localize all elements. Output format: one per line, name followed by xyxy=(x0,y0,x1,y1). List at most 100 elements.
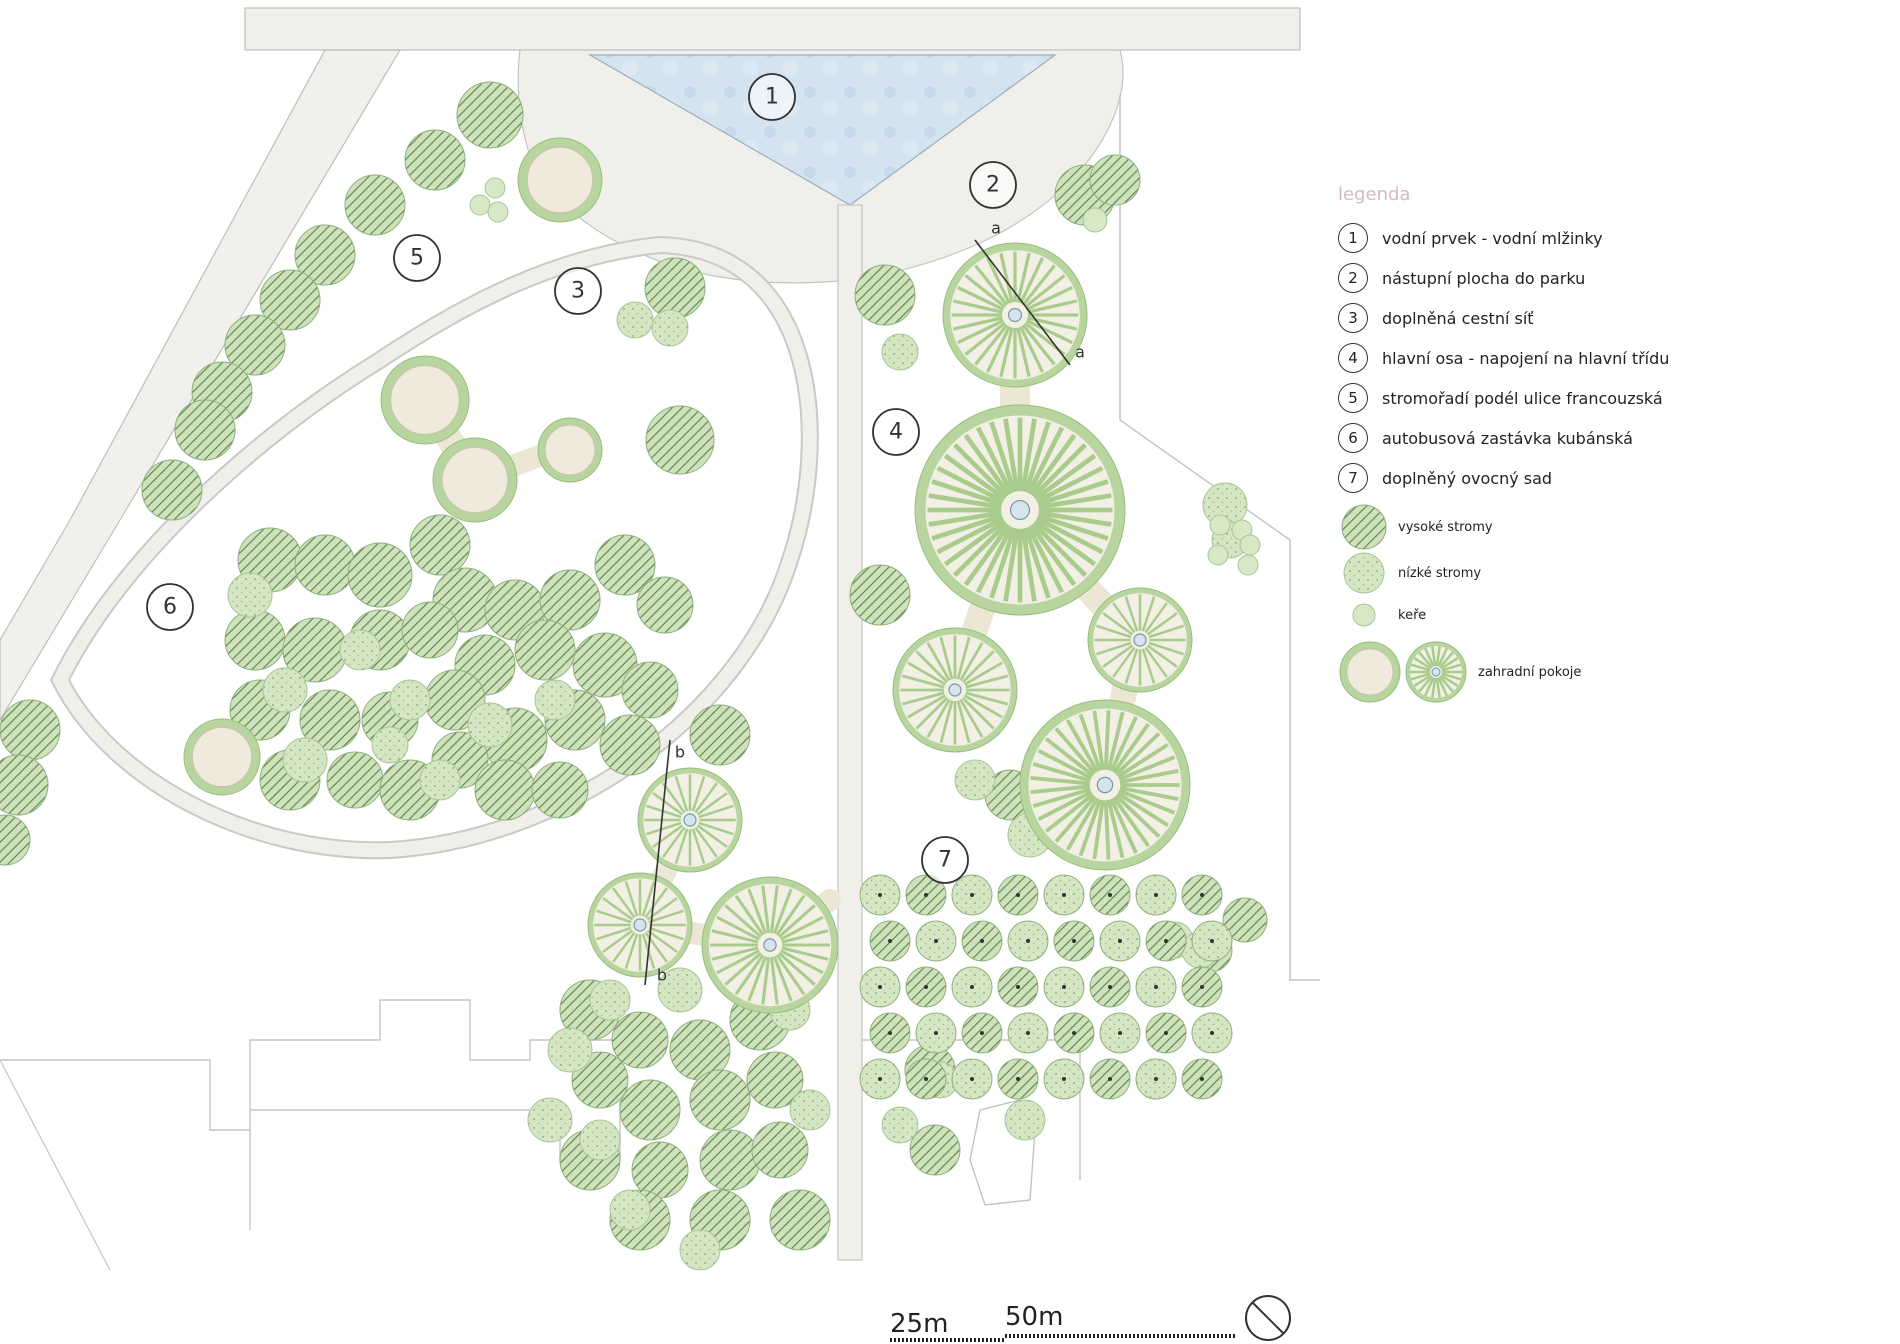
legend-symbol-row: zahradní pokoje xyxy=(1338,634,1878,710)
orchard-tree-icon xyxy=(961,1012,1003,1054)
orchard-tree-icon xyxy=(915,920,957,962)
main-axis-path xyxy=(837,204,863,1261)
orchard-tree-icon xyxy=(869,1012,911,1054)
low-tree-icon xyxy=(547,1027,593,1073)
low-tree-icon xyxy=(339,629,381,671)
tall-tree-icon xyxy=(141,459,203,521)
low-tree-icon xyxy=(371,726,409,764)
shrub-icon xyxy=(1239,534,1261,556)
orchard-tree-icon xyxy=(1089,1058,1131,1100)
tall-tree-icon xyxy=(699,1129,761,1191)
low-tree-icon xyxy=(616,301,654,339)
tall-tree-icon xyxy=(1089,154,1141,206)
garden-room-plain xyxy=(432,437,518,523)
orchard-tree-icon xyxy=(1053,1012,1095,1054)
legend-item: 1 vodní prvek - vodní mlžinky xyxy=(1338,218,1878,258)
orchard-tree-icon xyxy=(1099,920,1141,962)
legend-item-number: 2 xyxy=(1338,263,1368,293)
orchard-tree-icon xyxy=(1089,874,1131,916)
garden-room-radial xyxy=(914,404,1126,616)
feature-marker-label: 3 xyxy=(571,279,585,304)
tall-tree-icon xyxy=(619,1079,681,1141)
orchard-tree-icon xyxy=(1181,1058,1223,1100)
orchard-tree-icon xyxy=(1145,920,1187,962)
legend-title: legenda xyxy=(1338,184,1411,205)
tall-tree-icon xyxy=(594,534,656,596)
low-tree-icon xyxy=(467,702,513,748)
shrub-icon xyxy=(1082,207,1108,233)
feature-marker-7: 7 xyxy=(921,836,969,884)
low-tree-icon xyxy=(881,1106,919,1144)
feature-marker-5: 5 xyxy=(393,234,441,282)
tall-tree-icon xyxy=(571,1051,629,1109)
section-label-a-start: a xyxy=(991,219,1001,238)
feature-marker-2: 2 xyxy=(969,161,1017,209)
low-tree-icon xyxy=(589,979,631,1021)
tall-tree-icon xyxy=(854,264,916,326)
legend-symbol-text: keře xyxy=(1398,607,1427,623)
legend-item-text: vodní prvek - vodní mlžinky xyxy=(1382,228,1603,248)
garden-room-radial xyxy=(1087,587,1193,693)
legend-item-text: doplněný ovocný sad xyxy=(1382,468,1553,488)
feature-marker-label: 5 xyxy=(410,246,424,271)
low-tree-icon xyxy=(1343,552,1385,594)
feature-marker-label: 1 xyxy=(765,85,779,110)
legend-item-number: 4 xyxy=(1338,343,1368,373)
scale-label-25m: 25m xyxy=(890,1309,948,1339)
garden-room-radial xyxy=(587,872,693,978)
garden-room-radial xyxy=(892,627,1018,753)
legend-item-text: hlavní osa - napojení na hlavní třídu xyxy=(1382,348,1670,368)
legend-item-text: nástupní plocha do parku xyxy=(1382,268,1586,288)
tall-tree-icon xyxy=(644,257,706,319)
tall-tree-icon xyxy=(751,1121,809,1179)
tall-tree-icon xyxy=(174,399,236,461)
legend-item-number: 7 xyxy=(1338,463,1368,493)
low-tree-icon xyxy=(389,679,431,721)
shrub-icon xyxy=(1237,554,1259,576)
orchard-tree-icon xyxy=(859,874,901,916)
garden-room-radial xyxy=(637,767,743,873)
shrub-icon xyxy=(484,177,506,199)
orchard-tree-icon xyxy=(1007,920,1049,962)
tall-tree-icon xyxy=(344,174,406,236)
orchard-tree-icon xyxy=(1099,1012,1141,1054)
low-tree-icon xyxy=(609,1189,651,1231)
low-tree-icon xyxy=(282,737,328,783)
tall-tree-icon xyxy=(599,714,661,776)
legend-item-number: 5 xyxy=(1338,383,1368,413)
shrub-icon xyxy=(487,201,509,223)
tall-tree-icon xyxy=(347,542,413,608)
orchard-tree-icon xyxy=(951,1058,993,1100)
tall-tree-icon xyxy=(404,129,466,191)
tall-tree-icon xyxy=(531,761,589,819)
section-line-b xyxy=(644,739,671,986)
orchard-tree-icon xyxy=(997,966,1039,1008)
legend-item-text: stromořadí podél ulice francouzská xyxy=(1382,388,1663,408)
legend-item-number: 1 xyxy=(1338,223,1368,253)
orchard-tree-icon xyxy=(859,966,901,1008)
tall-tree-icon xyxy=(259,269,321,331)
section-lines: a a b b xyxy=(644,219,1085,986)
tall-tree-icon xyxy=(539,569,601,631)
section-line-a xyxy=(974,239,1071,366)
legend-item: 2 nástupní plocha do parku xyxy=(1338,258,1878,298)
section-label-b-start: b xyxy=(675,743,685,762)
section-label-a-end: a xyxy=(1075,343,1085,362)
left-diagonal-edge xyxy=(0,1059,111,1271)
tall-tree-icon xyxy=(689,1069,751,1131)
feature-marker-label: 7 xyxy=(938,848,952,873)
tall-tree-icon xyxy=(849,564,911,626)
orchard-tree-icon xyxy=(1181,966,1223,1008)
shrub-icon xyxy=(1209,514,1231,536)
low-tree-icon xyxy=(527,1097,573,1143)
feature-marker-4: 4 xyxy=(872,408,920,456)
tall-tree-icon xyxy=(326,751,384,809)
orchard-tree-icon xyxy=(951,874,993,916)
orchard-tree-icon xyxy=(1007,1012,1049,1054)
tall-tree-icon xyxy=(294,534,356,596)
orchard-tree-icon xyxy=(1145,1012,1187,1054)
legend-item: 4 hlavní osa - napojení na hlavní třídu xyxy=(1338,338,1878,378)
feature-marker-label: 2 xyxy=(986,173,1000,198)
